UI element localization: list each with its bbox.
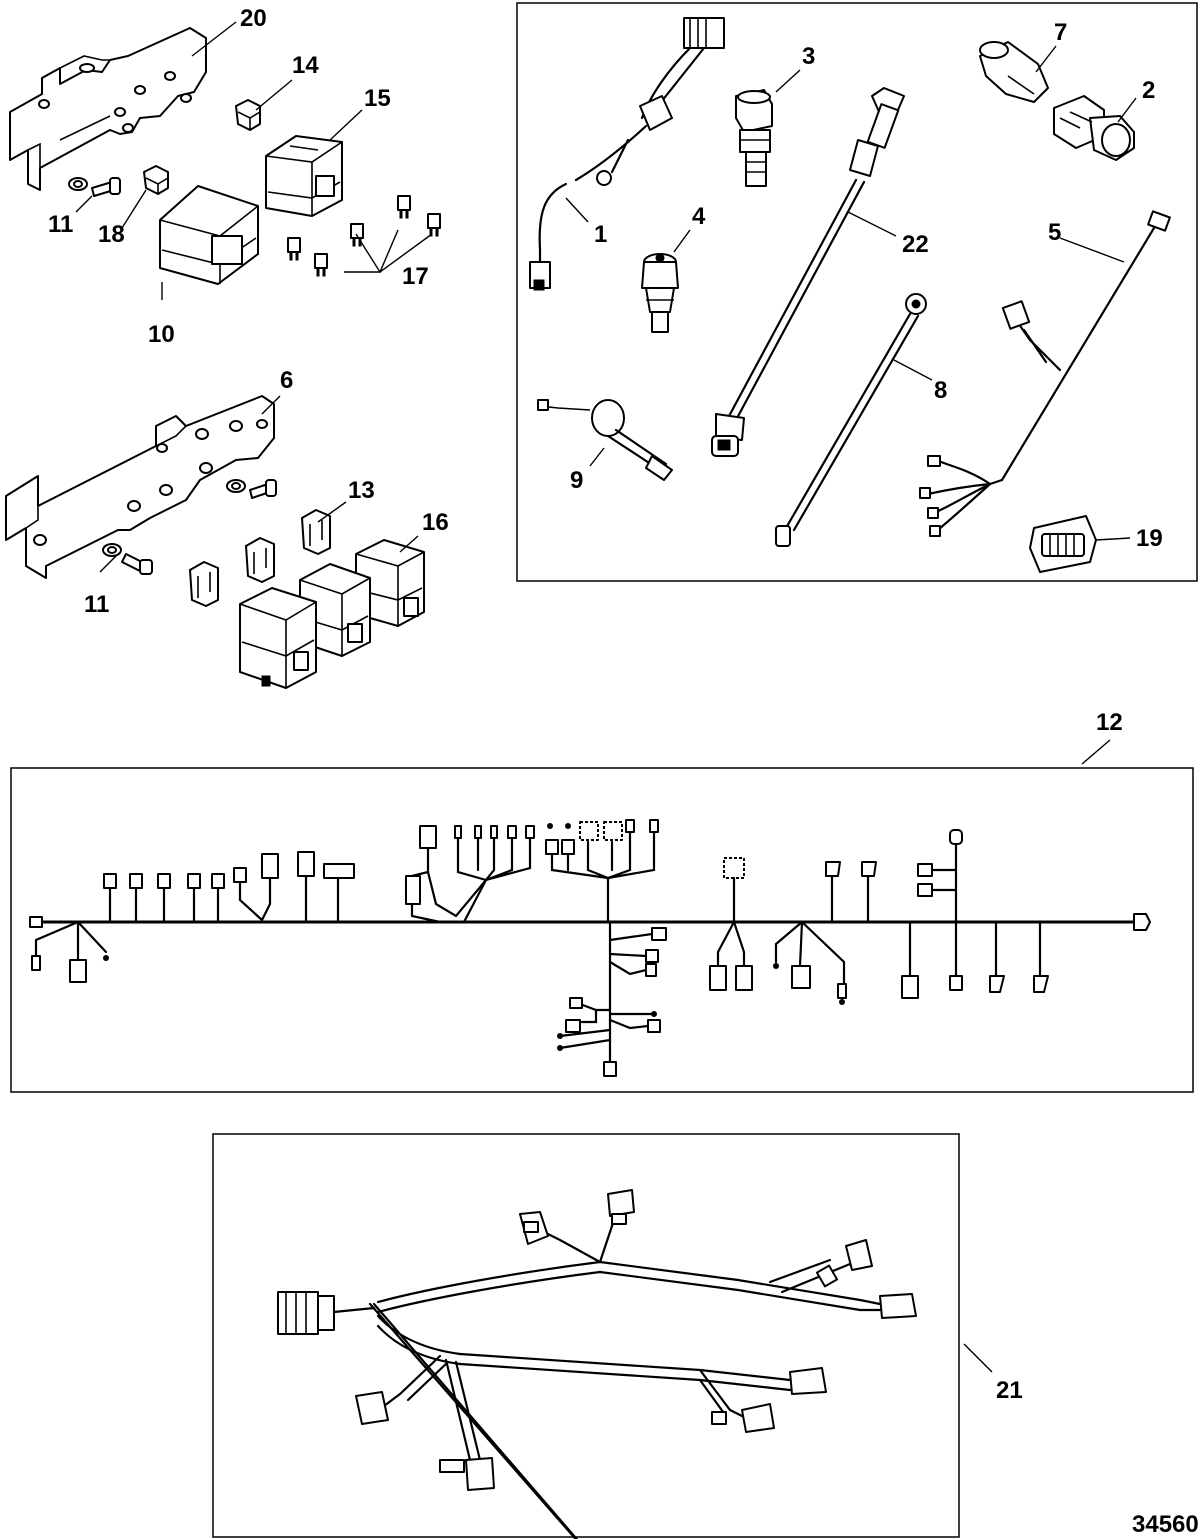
relay-clips-13 xyxy=(189,509,331,607)
washer-bolt-11b-lower xyxy=(102,543,153,575)
washer-bolt-11b-upper xyxy=(226,479,277,499)
leader-lines xyxy=(75,21,1137,1373)
callout-1: 1 xyxy=(594,221,607,248)
callout-18: 18 xyxy=(98,221,125,248)
callout-labels: 20 14 15 11 18 17 10 6 13 16 11 1 3 7 2 … xyxy=(48,5,1199,1538)
injector-harness-frame xyxy=(212,1133,960,1538)
pressure-switch-4 xyxy=(641,253,679,333)
callout-14: 14 xyxy=(292,52,319,79)
relay-15 xyxy=(265,135,343,217)
callout-10: 10 xyxy=(148,321,175,348)
callout-17: 17 xyxy=(402,263,429,290)
engine-harness-12 xyxy=(29,819,1151,1077)
callout-11-upper: 11 xyxy=(48,211,73,238)
callout-22: 22 xyxy=(902,231,929,258)
relay-bracket-6 xyxy=(5,395,275,579)
connector-19 xyxy=(1029,515,1097,573)
pressure-sensor-3 xyxy=(735,89,773,187)
callout-19: 19 xyxy=(1136,525,1163,552)
sensor-harness-5 xyxy=(919,210,1171,537)
sensor-group-frame xyxy=(516,2,1198,582)
callout-8: 8 xyxy=(934,377,947,404)
temperature-sensor-2 xyxy=(1053,95,1135,161)
mini-fuses-17 xyxy=(287,195,441,277)
sensor-harness-1 xyxy=(529,17,725,291)
oxygen-sensor-22 xyxy=(711,87,905,457)
injector-harness-21 xyxy=(277,1189,917,1539)
relay-clip-18 xyxy=(143,165,169,195)
callout-7: 7 xyxy=(1054,19,1067,46)
callout-20: 20 xyxy=(240,5,267,32)
callout-11-lower: 11 xyxy=(84,591,109,618)
washer-bolt-11a xyxy=(68,177,121,197)
fuse-box-cover-10 xyxy=(159,185,259,285)
relay-clip-14 xyxy=(235,99,261,131)
knock-sensor-8 xyxy=(775,293,927,547)
callout-3: 3 xyxy=(802,43,815,70)
callout-2: 2 xyxy=(1142,77,1155,104)
sensor-9 xyxy=(537,399,673,481)
callout-5: 5 xyxy=(1048,219,1061,246)
callout-21: 21 xyxy=(996,1377,1023,1404)
callout-12: 12 xyxy=(1096,709,1123,736)
callout-16: 16 xyxy=(422,509,449,536)
fuse-bracket-20 xyxy=(9,27,207,191)
figure-number: 34560 xyxy=(1132,1511,1199,1538)
relays-16 xyxy=(239,539,425,689)
engine-harness-frame xyxy=(10,767,1194,1093)
callout-9: 9 xyxy=(570,467,583,494)
sensor-boot-7 xyxy=(979,41,1049,103)
callout-4: 4 xyxy=(692,203,706,230)
callout-13: 13 xyxy=(348,477,375,504)
callout-15: 15 xyxy=(364,85,391,112)
callout-6: 6 xyxy=(280,367,293,394)
